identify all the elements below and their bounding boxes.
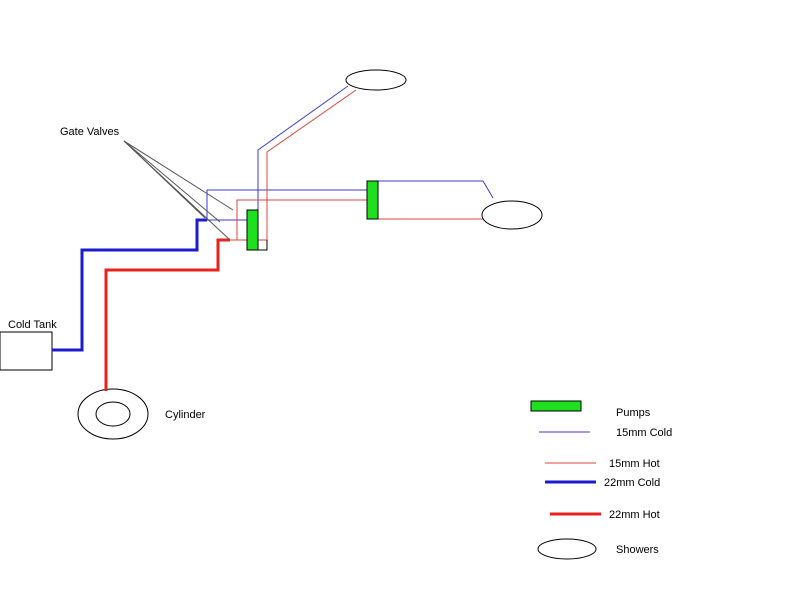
pipe-15mm-cold-manifold bbox=[206, 189, 370, 220]
legend-showers: Showers bbox=[616, 544, 659, 556]
legend-shower-swatch bbox=[537, 538, 597, 560]
legend-15mm-cold: 15mm Cold bbox=[616, 427, 672, 439]
pipe-15mm-cold-riser bbox=[257, 85, 349, 210]
legend-pumps: Pumps bbox=[616, 407, 651, 419]
shower-top bbox=[345, 69, 407, 91]
gate-valve-pointer-2 bbox=[123, 140, 221, 223]
shower-right bbox=[481, 200, 543, 230]
pipe-15mm-hot-riser bbox=[258, 89, 357, 241]
cylinder-label: Cylinder bbox=[165, 409, 206, 421]
cylinder-inner bbox=[95, 401, 131, 427]
pipe-15mm-cold-right bbox=[378, 180, 494, 199]
legend-pump-swatch bbox=[530, 400, 582, 412]
legend-15mm-hot: 15mm Hot bbox=[609, 458, 660, 470]
pipe-15mm-hot-manifold bbox=[236, 199, 370, 240]
gate-valve-pointer-4 bbox=[123, 140, 231, 241]
gate-valve-pointer-1 bbox=[123, 140, 234, 211]
legend-22mm-cold: 22mm Cold bbox=[604, 477, 660, 489]
cold-tank-label: Cold Tank bbox=[8, 319, 57, 331]
pump-right bbox=[366, 180, 379, 220]
cold-tank bbox=[0, 331, 53, 371]
pipe-22mm-cold bbox=[52, 218, 207, 352]
gate-valves-label: Gate Valves bbox=[60, 126, 120, 138]
pipe-22mm-hot bbox=[104, 238, 230, 391]
pump-outlet-frame bbox=[258, 240, 268, 251]
pump-left bbox=[246, 209, 259, 251]
legend-22mm-hot: 22mm Hot bbox=[609, 509, 660, 521]
